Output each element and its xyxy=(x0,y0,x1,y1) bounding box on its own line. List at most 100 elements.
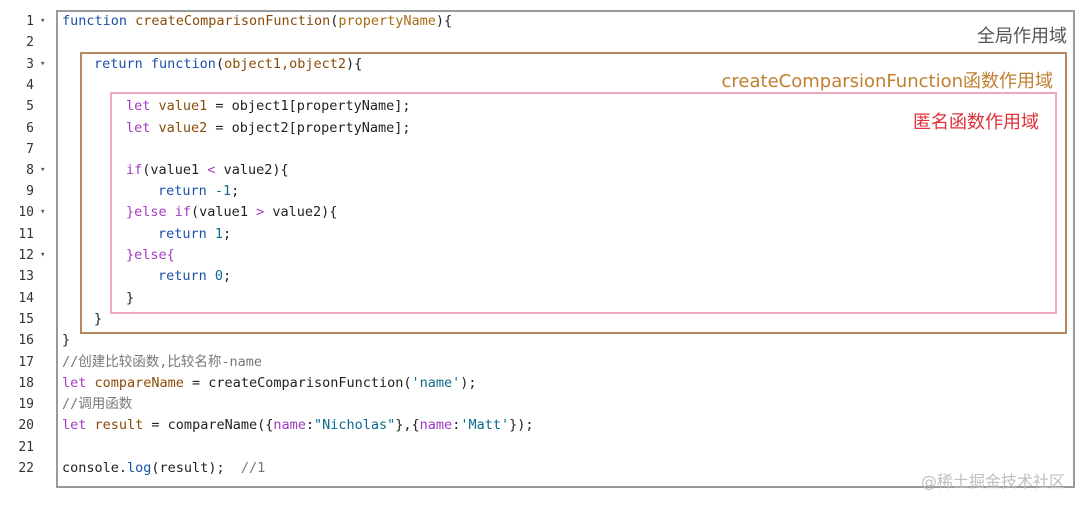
token: (value1 xyxy=(142,162,208,178)
code-line-18[interactable]: let compareName = createComparisonFuncti… xyxy=(62,373,477,394)
token: : xyxy=(305,417,314,433)
token: ; xyxy=(223,268,232,284)
token: let xyxy=(126,120,159,136)
token: name xyxy=(273,417,306,433)
token: return xyxy=(158,226,215,242)
code-line-1[interactable]: function createComparisonFunction(proper… xyxy=(62,11,452,32)
token: : xyxy=(452,417,461,433)
code-line-15[interactable]: } xyxy=(94,309,102,330)
token: createComparisonFunction xyxy=(135,13,331,29)
line-number: 21 xyxy=(18,440,34,455)
token: ( xyxy=(330,13,339,29)
token: value2 xyxy=(158,120,208,136)
line-number: 15 xyxy=(18,312,34,327)
token: },{ xyxy=(395,417,420,433)
create-function-scope-box xyxy=(80,52,1067,334)
token: return xyxy=(94,56,151,72)
token: 0 xyxy=(214,268,224,284)
line-number: 13 xyxy=(18,269,34,284)
token: function xyxy=(150,56,216,72)
line-number: 22 xyxy=(18,461,34,476)
code-line-14[interactable]: } xyxy=(126,288,134,309)
code-line-12[interactable]: }else{ xyxy=(126,245,175,266)
editor-frame xyxy=(56,10,1075,488)
code-line-17[interactable]: //创建比较函数,比较名称-name xyxy=(62,352,262,373)
watermark: @稀土掘金技术社区 xyxy=(920,472,1065,491)
global-scope-label: 全局作用域 xyxy=(977,26,1067,47)
fold-toggle-icon[interactable]: ▾ xyxy=(40,207,46,217)
line-number: 10 xyxy=(18,205,34,220)
comment: //创建比较函数,比较名称-name xyxy=(62,354,263,370)
line-number: 19 xyxy=(18,397,34,412)
token: return xyxy=(158,183,215,199)
code-line-9[interactable]: return -1; xyxy=(158,181,239,202)
token: ( xyxy=(215,56,225,72)
token: } xyxy=(94,311,103,327)
token: name xyxy=(419,417,453,433)
line-number: 11 xyxy=(18,227,34,242)
token: = object1[propertyName]; xyxy=(207,98,411,114)
line-number: 1 xyxy=(26,14,34,29)
token: 1 xyxy=(214,226,224,242)
code-line-5[interactable]: let value1 = object1[propertyName]; xyxy=(126,96,411,117)
code-line-8[interactable]: if(value1 < value2){ xyxy=(126,160,289,181)
fold-toggle-icon[interactable]: ▾ xyxy=(40,165,46,175)
line-number: 14 xyxy=(18,291,34,306)
create-function-scope-label: createComparsionFunction函数作用域 xyxy=(721,71,1053,92)
token: -1 xyxy=(214,183,232,199)
token: return xyxy=(158,268,215,284)
token: < xyxy=(207,162,216,178)
line-number: 7 xyxy=(26,142,34,157)
code-line-19[interactable]: //调用函数 xyxy=(62,394,132,415)
code-line-13[interactable]: return 0; xyxy=(158,266,231,287)
token: 'Matt' xyxy=(460,417,510,433)
code-line-6[interactable]: let value2 = object2[propertyName]; xyxy=(126,118,411,139)
token: log xyxy=(127,460,152,476)
token: (result); xyxy=(151,460,241,476)
line-number: 2 xyxy=(26,35,34,50)
comment: //调用函数 xyxy=(62,396,133,412)
token: value2){ xyxy=(215,162,289,178)
code-line-3[interactable]: return function(object1,object2){ xyxy=(94,54,362,75)
token: ){ xyxy=(435,13,453,29)
token: propertyName xyxy=(338,13,436,29)
token: = compareName({ xyxy=(143,417,274,433)
token: ; xyxy=(231,183,240,199)
token: if xyxy=(174,204,192,220)
token: ); xyxy=(460,375,477,391)
token: let xyxy=(126,98,159,114)
code-line-22[interactable]: console.log(result); //1 xyxy=(62,458,265,479)
token: ){ xyxy=(346,56,363,72)
token: compareName xyxy=(94,375,184,391)
token: > xyxy=(256,204,265,220)
code-line-11[interactable]: return 1; xyxy=(158,224,231,245)
line-number: 5 xyxy=(26,99,34,114)
token: }else{ xyxy=(126,247,175,263)
token: "Nicholas" xyxy=(314,417,396,433)
code-line-20[interactable]: let result = compareName({name:"Nicholas… xyxy=(62,415,534,436)
line-number: 4 xyxy=(26,78,34,93)
line-number: 3 xyxy=(26,57,34,72)
line-number: 16 xyxy=(18,333,34,348)
token: function xyxy=(62,13,136,29)
anonymous-scope-label: 匿名函数作用域 xyxy=(913,112,1039,133)
fold-toggle-icon[interactable]: ▾ xyxy=(40,59,46,69)
line-number: 9 xyxy=(26,184,34,199)
line-number: 17 xyxy=(18,355,34,370)
line-number: 18 xyxy=(18,376,34,391)
token: } xyxy=(62,332,71,348)
line-number: 6 xyxy=(26,121,34,136)
token: (value1 xyxy=(191,204,257,220)
code-line-16[interactable]: } xyxy=(62,330,70,351)
token: if xyxy=(126,162,143,178)
token: ; xyxy=(223,226,232,242)
code-line-10[interactable]: }else if(value1 > value2){ xyxy=(126,202,337,223)
token: result xyxy=(94,417,144,433)
fold-toggle-icon[interactable]: ▾ xyxy=(40,250,46,260)
token: = object2[propertyName]; xyxy=(207,120,411,136)
token: let xyxy=(62,417,95,433)
anonymous-function-scope-box xyxy=(110,92,1057,314)
token: 'name' xyxy=(411,375,461,391)
fold-toggle-icon[interactable]: ▾ xyxy=(40,16,46,26)
